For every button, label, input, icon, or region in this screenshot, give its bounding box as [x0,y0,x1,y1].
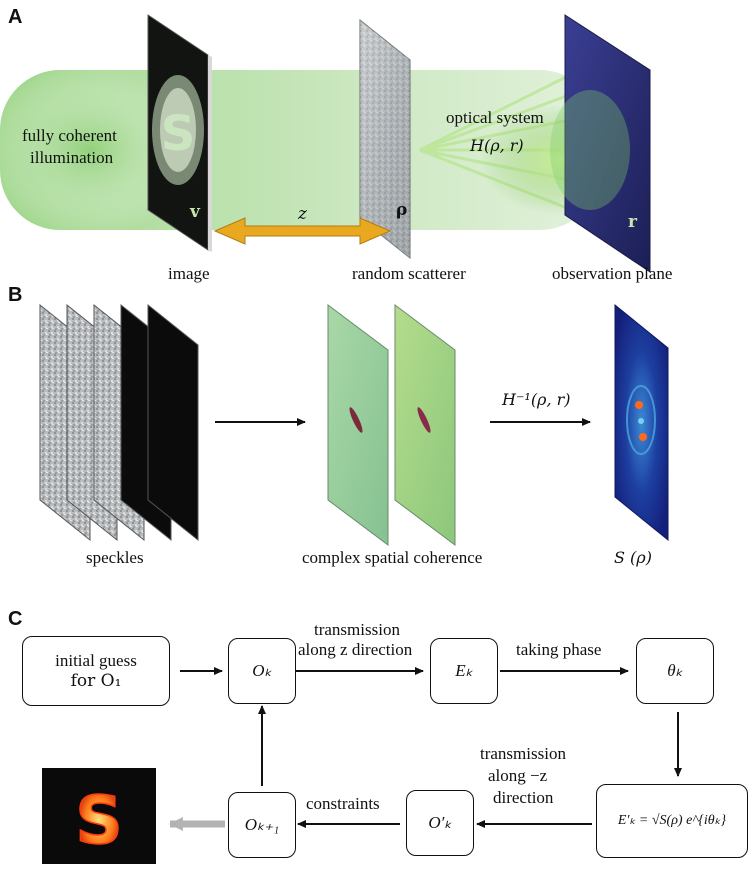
initial-guess-box: initial guess for O₁ [22,636,170,706]
observation-label: observation plane [552,264,673,283]
speckle-frame-5 [147,303,199,542]
constraints-label: constraints [306,794,380,813]
scatterer-label: random scatterer [352,264,466,283]
distance-z-label: z [298,204,307,224]
ok-prime-box: O′ₖ [406,790,474,856]
coord-r: r [628,212,637,232]
result-label: S (ρ) [614,548,652,567]
panel-b-graphics [39,303,669,546]
coord-rho: ρ [396,200,408,220]
image-glow-core [160,88,196,172]
ok-plus-1-box: Oₖ₊₁ [228,792,296,858]
optical-system-label: optical system [446,108,544,127]
inverse-transform-label: H⁻¹(ρ, r) [502,390,571,409]
panel-a-graphics [0,14,651,273]
panel-label-b: B [8,284,23,306]
image-letter-s: S [161,106,196,162]
transfer-function-label: H(ρ, r) [470,136,524,155]
transmission-forward-line1: transmission [314,620,400,639]
ok-box: Oₖ [228,638,296,704]
coord-v: v [190,202,200,222]
panel-label-a: A [8,6,23,28]
illumination-label-line1: fully coherent [22,126,117,145]
taking-phase-label: taking phase [516,640,602,659]
coherence-label: complex spatial coherence [302,548,483,567]
coherence-peak-1 [349,407,363,433]
transmission-forward-line2: along z direction [298,640,413,659]
reconstruction-letter: S [75,782,123,859]
ek-box: Eₖ [430,638,498,704]
illumination-label-line2: illumination [30,148,114,167]
observation-speckle-glow [550,90,630,210]
ek-prime-box: E′ₖ = √S(ρ) e^{iθₖ} [596,784,748,858]
result-hotspot-2 [639,433,647,441]
result-ring [626,385,656,455]
result-hotspot-1 [635,401,643,409]
coherence-peak-2 [417,407,431,433]
transmission-back-line2: along −z [488,766,548,785]
observation-plate [564,14,651,273]
image-label: image [168,264,210,283]
speckles-label: speckles [86,548,144,567]
initial-guess-line1: initial guess [55,650,137,670]
transmission-back-line3: direction [493,788,554,807]
scatterer-texture [360,20,410,258]
transmission-back-line1: transmission [480,744,566,763]
reconstruction-image [42,768,156,864]
result-hotspot-3 [638,418,644,424]
image-plate-edge [208,55,212,252]
initial-guess-line2: for O₁ [70,671,122,691]
theta-k-box: θₖ [636,638,714,704]
panel-label-c: C [8,608,23,630]
panel-c-arrows [180,667,682,828]
distance-arrow [213,217,392,245]
